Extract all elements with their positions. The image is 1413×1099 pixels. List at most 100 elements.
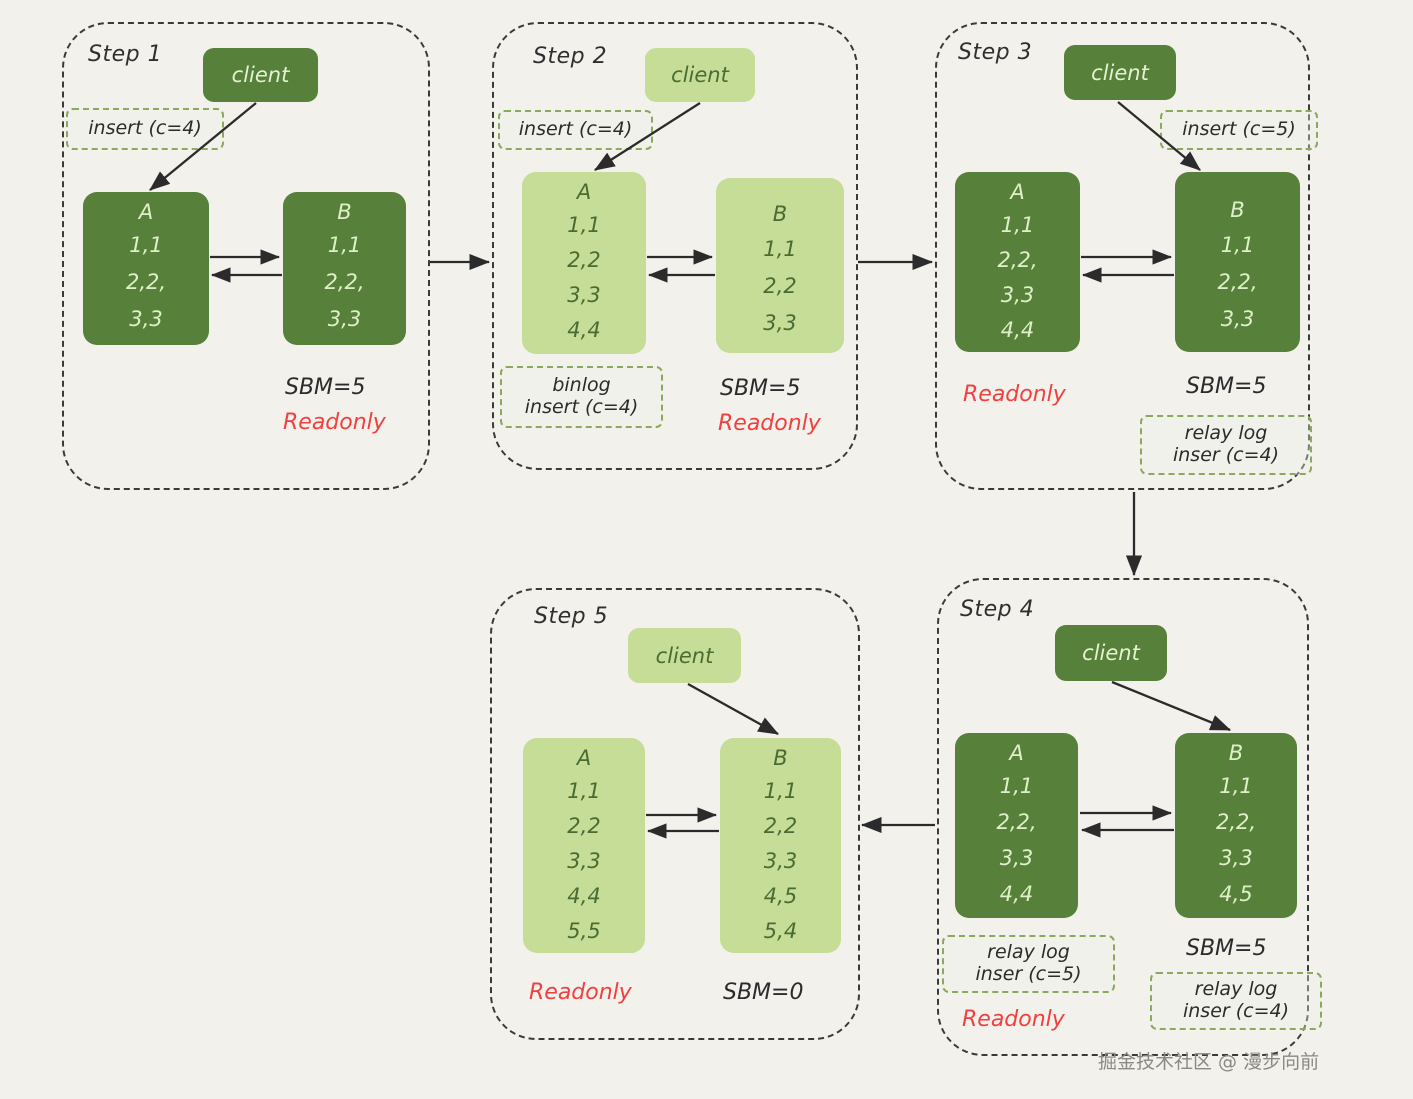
tag-line: inser (c=4) bbox=[1182, 1000, 1290, 1022]
step-1-sbm-label: SBM=5 bbox=[285, 375, 366, 400]
step-5-title: Step 5 bbox=[534, 604, 609, 629]
node-row: 1,1 bbox=[567, 213, 601, 237]
step-5-client-node[interactable]: client bbox=[628, 628, 741, 683]
step-2-readonly-label: Readonly bbox=[718, 411, 821, 436]
node-row: 3,3 bbox=[327, 307, 362, 331]
node-row: 1,1 bbox=[327, 233, 362, 257]
node-row: 3,3 bbox=[567, 283, 601, 307]
node-row: 1,1 bbox=[1000, 213, 1035, 237]
step-2-insert-tag: insert (c=4) bbox=[498, 110, 653, 150]
tag-line: insert (c=5) bbox=[1182, 118, 1296, 141]
step-4-client-label: client bbox=[1082, 641, 1140, 665]
node-row: 3,3 bbox=[999, 846, 1034, 870]
node-row: 2,2 bbox=[567, 248, 601, 272]
node-row: 4,4 bbox=[567, 318, 601, 342]
node-row: 2,2, bbox=[996, 810, 1037, 834]
node-label: A bbox=[1010, 180, 1025, 204]
step-5-readonly-label: Readonly bbox=[529, 980, 632, 1005]
node-row: 2,2, bbox=[997, 248, 1038, 272]
step-5-container bbox=[490, 588, 860, 1040]
watermark: 掘金技术社区 @ 漫步向前 bbox=[1098, 1051, 1320, 1073]
step-2-client-node[interactable]: client bbox=[645, 48, 755, 102]
step-4-node-a[interactable]: A 1,1 2,2, 3,3 4,4 bbox=[955, 733, 1078, 918]
node-label: B bbox=[337, 200, 352, 224]
step-1-container bbox=[62, 22, 430, 490]
step-4-relay-log-a-tag: relay log inser (c=5) bbox=[942, 935, 1115, 993]
node-label: A bbox=[1009, 741, 1024, 765]
node-row: 2,2 bbox=[567, 814, 601, 838]
node-row: 1,1 bbox=[763, 237, 797, 261]
tag-line: binlog bbox=[552, 374, 611, 397]
step-3-insert-tag: insert (c=5) bbox=[1160, 110, 1318, 150]
tag-line: insert (c=4) bbox=[518, 118, 633, 141]
node-label: A bbox=[576, 746, 592, 770]
tag-line: insert (c=4) bbox=[88, 117, 202, 140]
node-row: 2,2, bbox=[1215, 810, 1257, 834]
node-row: 3,3 bbox=[1219, 846, 1253, 870]
node-row: 3,3 bbox=[129, 307, 163, 331]
step-1-readonly-label: Readonly bbox=[283, 410, 386, 435]
tag-line: relay log bbox=[1184, 422, 1268, 445]
step-4-sbm-label: SBM=5 bbox=[1186, 936, 1267, 961]
step-5-client-label: client bbox=[655, 643, 714, 668]
node-row: 2,2 bbox=[763, 274, 797, 298]
node-row: 1,1 bbox=[567, 779, 601, 803]
node-row: 4,4 bbox=[1000, 318, 1035, 342]
node-row: 4,4 bbox=[567, 884, 601, 908]
step-1-client-node[interactable]: client bbox=[203, 48, 318, 102]
step-3-relay-log-tag: relay log inser (c=4) bbox=[1140, 415, 1312, 475]
step-2-sbm-label: SBM=5 bbox=[720, 376, 801, 401]
step-4-client-node[interactable]: client bbox=[1055, 625, 1167, 681]
step-3-node-b[interactable]: B 1,1 2,2, 3,3 bbox=[1175, 172, 1300, 352]
step-2-binlog-tag: binlog insert (c=4) bbox=[500, 366, 663, 428]
step-3-client-node[interactable]: client bbox=[1064, 45, 1176, 100]
step-2-client-label: client bbox=[671, 63, 729, 87]
step-4-node-b[interactable]: B 1,1 2,2, 3,3 4,5 bbox=[1175, 733, 1297, 918]
step-3-container bbox=[935, 22, 1310, 490]
step-4-relay-log-b-tag: relay log inser (c=4) bbox=[1150, 972, 1322, 1030]
node-row: 3,3 bbox=[1220, 307, 1255, 331]
tag-line: insert (c=4) bbox=[524, 396, 639, 418]
node-label: B bbox=[773, 746, 788, 770]
step-3-readonly-label: Readonly bbox=[963, 382, 1066, 407]
step-1-client-label: client bbox=[231, 63, 290, 87]
node-row: 1,1 bbox=[1219, 774, 1253, 798]
node-label: B bbox=[772, 202, 788, 226]
step-3-node-a[interactable]: A 1,1 2,2, 3,3 4,4 bbox=[955, 172, 1080, 352]
node-label: B bbox=[1230, 198, 1245, 222]
step-5-sbm-label: SBM=0 bbox=[723, 980, 804, 1005]
step-2-node-b[interactable]: B 1,1 2,2 3,3 bbox=[716, 178, 844, 353]
tag-line: relay log bbox=[987, 941, 1070, 964]
node-row: 1,1 bbox=[999, 774, 1034, 798]
node-row: 1,1 bbox=[129, 233, 163, 257]
node-row: 4,4 bbox=[999, 882, 1034, 906]
step-3-sbm-label: SBM=5 bbox=[1186, 374, 1267, 399]
node-label: B bbox=[1228, 741, 1244, 765]
step-2-node-a[interactable]: A 1,1 2,2 3,3 4,4 bbox=[522, 172, 646, 354]
node-row: 4,5 bbox=[763, 884, 798, 908]
node-row: 1,1 bbox=[763, 779, 798, 803]
step-5-node-b[interactable]: B 1,1 2,2 3,3 4,5 5,4 bbox=[720, 738, 841, 953]
step-4-title: Step 4 bbox=[960, 597, 1035, 622]
node-label: A bbox=[576, 180, 592, 204]
node-row: 2,2, bbox=[324, 270, 365, 294]
step-2-container bbox=[492, 22, 858, 470]
step-3-client-label: client bbox=[1091, 60, 1149, 85]
node-row: 2,2, bbox=[1217, 270, 1258, 294]
node-row: 3,3 bbox=[1000, 283, 1035, 307]
step-1-insert-tag: insert (c=4) bbox=[66, 108, 224, 150]
node-row: 5,5 bbox=[567, 919, 601, 943]
node-row: 4,5 bbox=[1219, 882, 1253, 906]
node-row: 1,1 bbox=[1220, 233, 1255, 257]
step-5-node-a[interactable]: A 1,1 2,2 3,3 4,4 5,5 bbox=[523, 738, 645, 953]
node-label: A bbox=[138, 200, 154, 224]
node-row: 2,2 bbox=[763, 814, 798, 838]
node-row: 3,3 bbox=[567, 849, 601, 873]
step-1-title: Step 1 bbox=[88, 42, 163, 67]
step-1-node-b[interactable]: B 1,1 2,2, 3,3 bbox=[283, 192, 406, 345]
step-2-title: Step 2 bbox=[533, 44, 608, 69]
step-3-title: Step 3 bbox=[958, 40, 1033, 65]
step-1-node-a[interactable]: A 1,1 2,2, 3,3 bbox=[83, 192, 209, 345]
step-4-readonly-label: Readonly bbox=[962, 1007, 1065, 1032]
